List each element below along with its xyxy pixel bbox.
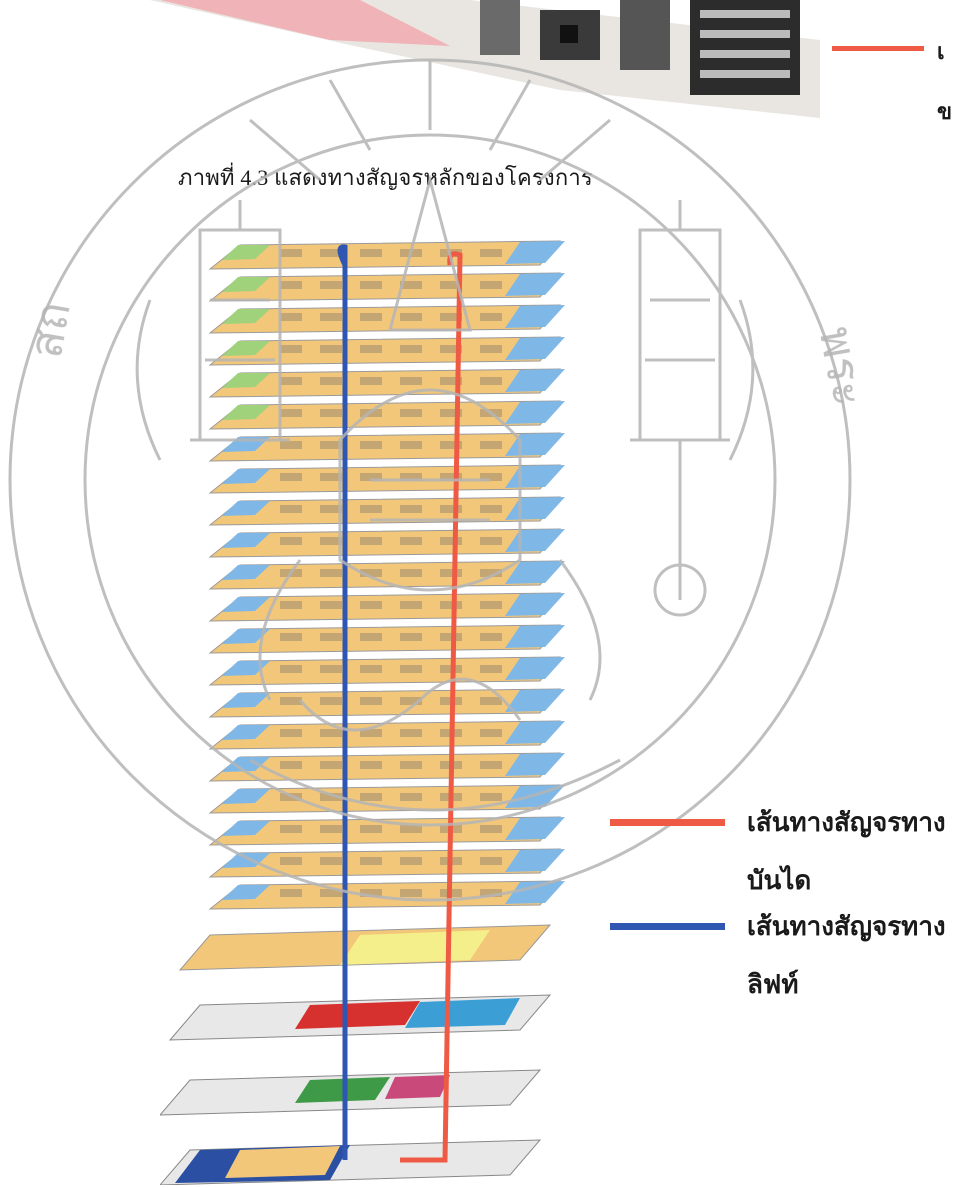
building-floor-stack xyxy=(160,240,565,1185)
svg-text:สถ: สถ xyxy=(20,298,80,362)
typical-floor-slab xyxy=(208,304,565,334)
typical-floor-slab xyxy=(208,464,565,494)
typical-floor-slab xyxy=(208,848,565,878)
stair-route-swatch xyxy=(610,819,725,826)
legend-stair-sub: บันได xyxy=(747,866,812,895)
legend-stair-label: เส้นทางสัญจรทาง xyxy=(747,808,946,837)
typical-floor-slab xyxy=(208,752,565,782)
legend-top-text-1: เ xyxy=(937,39,945,64)
typical-floor-slab xyxy=(208,656,565,686)
lift-route-swatch xyxy=(610,923,725,930)
typical-floor-slab xyxy=(208,624,565,654)
legend-item-stair: เส้นทางสัญจรทาง xyxy=(610,802,946,843)
legend-lift-sub: ลิฟท์ xyxy=(747,970,799,999)
typical-floor-slab xyxy=(208,720,565,750)
typical-floor-slab xyxy=(208,432,565,462)
route-legend: เส้นทางสัญจรทาง บันได เส้นทางสัญจรทาง ลิ… xyxy=(610,788,961,1183)
typical-floor-slab xyxy=(208,336,565,366)
typical-floor-slab xyxy=(208,592,565,622)
podium-floors xyxy=(160,924,552,1185)
legend-top-text-2: ข xyxy=(937,99,953,124)
site-plan-image xyxy=(150,0,820,118)
typical-floor-slab xyxy=(208,880,565,910)
typical-floor-slab xyxy=(208,240,565,270)
svg-text:พระ: พระ xyxy=(810,323,874,410)
typical-floor-slab xyxy=(208,688,565,718)
legend-item-lift: เส้นทางสัญจรทาง xyxy=(610,906,946,947)
legend-lift-label: เส้นทางสัญจรทาง xyxy=(747,912,946,941)
typical-floor-slab xyxy=(208,816,565,846)
typical-floor-slab xyxy=(208,784,565,814)
figure-caption: ภาพที่ 4.3 แสดงทางสัญจรหลักของโครงการ xyxy=(178,165,593,190)
typical-floor-slab xyxy=(208,496,565,526)
stair-route-swatch-top xyxy=(832,46,924,51)
typical-floor-slab xyxy=(208,368,565,398)
legend-top-fragment xyxy=(832,30,961,110)
typical-floor-slab xyxy=(208,528,565,558)
typical-floor-slab xyxy=(208,272,565,302)
typical-floor-slab xyxy=(208,400,565,430)
typical-floor-slab xyxy=(208,560,565,590)
